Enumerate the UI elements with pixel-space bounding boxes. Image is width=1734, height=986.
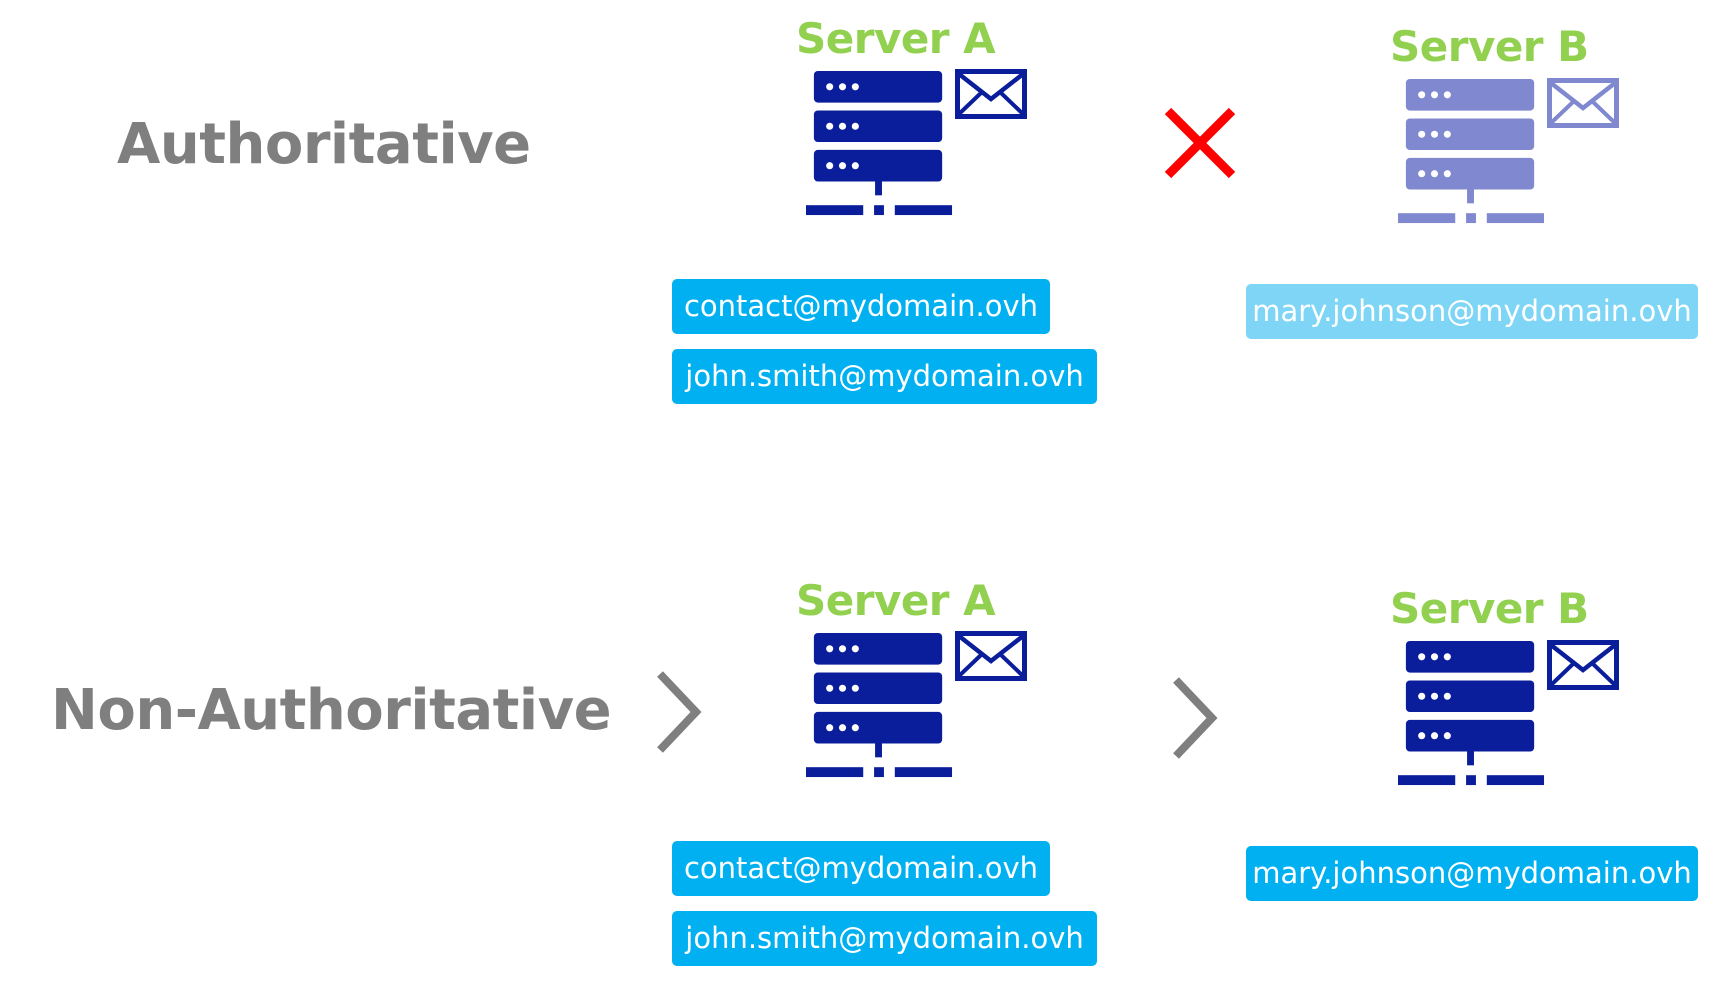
server-icon	[806, 632, 954, 782]
email-badge-mary-johnson: mary.johnson@mydomain.ovh	[1246, 846, 1698, 901]
chevron-right-icon	[1173, 677, 1218, 759]
envelope-icon	[955, 69, 1027, 119]
email-badge-contact: contact@mydomain.ovh	[672, 279, 1050, 334]
server-b-title: Server B	[1390, 22, 1589, 71]
server-icon-faded	[1398, 78, 1546, 228]
email-badge-john-smith: john.smith@mydomain.ovh	[672, 911, 1097, 966]
envelope-icon	[955, 631, 1027, 681]
email-badge-mary-johnson: mary.johnson@mydomain.ovh	[1246, 284, 1698, 339]
x-mark-icon	[1164, 107, 1236, 179]
email-badge-john-smith: john.smith@mydomain.ovh	[672, 349, 1097, 404]
server-b-title: Server B	[1390, 584, 1589, 633]
email-badge-contact: contact@mydomain.ovh	[672, 841, 1050, 896]
server-a-title: Server A	[796, 576, 996, 625]
server-icon	[806, 70, 954, 220]
server-a-title: Server A	[796, 14, 996, 63]
row-label-non-authoritative: Non-Authoritative	[51, 678, 612, 743]
chevron-right-icon	[657, 671, 702, 753]
server-icon	[1398, 640, 1546, 790]
envelope-icon	[1547, 640, 1619, 690]
envelope-icon-faded	[1547, 78, 1619, 128]
row-label-authoritative: Authoritative	[117, 112, 531, 177]
